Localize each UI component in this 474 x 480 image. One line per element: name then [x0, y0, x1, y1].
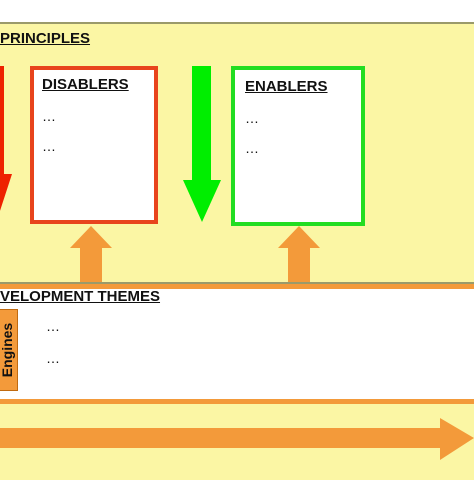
themes-item-2: … — [46, 350, 60, 366]
enablers-card: ENABLERS … … — [231, 66, 365, 226]
orange-right-arrow — [0, 418, 474, 460]
enablers-title: ENABLERS — [245, 78, 328, 95]
engines-box: Engines — [0, 309, 18, 391]
themes-panel — [0, 284, 474, 404]
enablers-item-2: … — [245, 140, 259, 156]
themes-item-1: … — [46, 318, 60, 334]
principles-title: PRINCIPLES — [0, 30, 91, 47]
disablers-title: DISABLERS — [42, 76, 129, 93]
disablers-item-2: … — [42, 138, 56, 154]
red-down-arrow — [0, 66, 12, 211]
disablers-item-1: … — [42, 108, 56, 124]
engines-label: Engines — [0, 322, 15, 378]
themes-title: VELOPMENT THEMES — [0, 288, 161, 305]
orange-up-arrow-left — [70, 226, 112, 282]
green-down-arrow — [183, 66, 221, 222]
disablers-card: DISABLERS … … — [30, 66, 158, 224]
enablers-item-1: … — [245, 110, 259, 126]
orange-up-arrow-right — [278, 226, 320, 282]
